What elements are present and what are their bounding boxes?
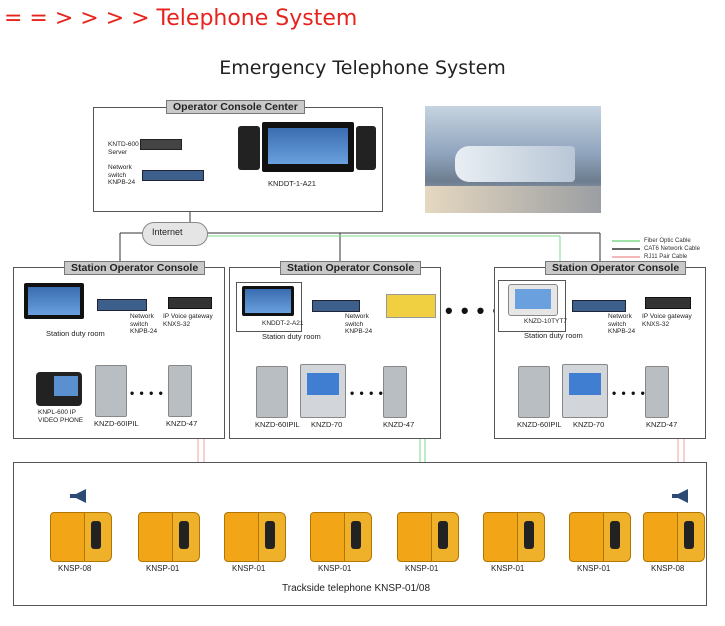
station1-intercom-47-icon — [168, 365, 192, 417]
horn-speaker-right-icon — [670, 488, 692, 504]
station1-label: Station Operator Console — [64, 261, 206, 275]
station1-phone-label: KNPL-600 IP VIDEO PHONE — [38, 409, 84, 424]
station1-console-icon — [24, 283, 84, 319]
trackside-phone-icon — [397, 512, 459, 562]
station1-switch-label: Network switch KNPB-24 — [130, 313, 158, 335]
trackside-phone-label: KNSP-01 — [146, 564, 180, 573]
station1-duty-room: Station duty room — [46, 329, 105, 338]
station2-dev1-label: KNZD-60IPIL — [255, 420, 300, 429]
station2-dev3-label: KNZD-47 — [383, 420, 415, 429]
station1-gateway-label: IP Voice gateway KNXS-32 — [163, 313, 213, 328]
trackside-phone-label: KNSP-08 — [58, 564, 92, 573]
fiber-splice-box-icon — [386, 294, 436, 318]
station2-more-dots: • • • • • — [350, 386, 394, 400]
network-switch-icon — [142, 170, 204, 181]
station3-more-dots: • • • • • — [612, 386, 656, 400]
station2-switch-label: Network switch KNPB-24 — [345, 313, 373, 335]
trackside-phone-icon — [643, 512, 705, 562]
operator-center-label: Operator Console Center — [166, 100, 305, 114]
station1-switch-icon — [97, 299, 147, 311]
trackside-phone-label: KNSP-01 — [232, 564, 266, 573]
station2-intercom-47-icon — [383, 366, 407, 418]
station3-console-label: KNZD-10TYT7 — [524, 318, 567, 325]
station3-intercom-47-icon — [645, 366, 669, 418]
station3-switch-icon — [572, 300, 626, 312]
trackside-phone-icon — [569, 512, 631, 562]
station3-dev1-label: KNZD-60IPIL — [517, 420, 562, 429]
station2-dev2-label: KNZD-70 — [311, 420, 343, 429]
legend-rj11: RJ11 Pair Cable — [644, 254, 688, 260]
station3-gateway-icon — [645, 297, 691, 309]
station2-switch-icon — [312, 300, 360, 312]
station2-console-icon — [242, 286, 294, 316]
station2-intercom-60ipil-icon — [256, 366, 288, 418]
station3-switch-label: Network switch KNPB-24 — [608, 313, 636, 335]
station3-intercom-60ipil-icon — [518, 366, 550, 418]
trackside-phone-icon — [483, 512, 545, 562]
trackside-phone-icon — [224, 512, 286, 562]
server-icon — [140, 139, 182, 150]
trackside-phone-icon — [310, 512, 372, 562]
legend-cat6: CAT6 Network Cable — [644, 246, 700, 252]
trackside-phone-label: KNSP-01 — [491, 564, 525, 573]
console-label: KNDDT-1-A21 — [268, 179, 316, 188]
station-platform-photo — [425, 106, 601, 213]
station1-dev2-label: KNZD-47 — [166, 419, 198, 428]
trackside-phone-label: KNSP-01 — [318, 564, 352, 573]
trackside-label: Trackside telephone KNSP-01/08 — [282, 583, 431, 594]
trackside-phone-label: KNSP-08 — [651, 564, 685, 573]
station3-gateway-label: IP Voice gateway KNXS-32 — [642, 313, 692, 328]
dispatch-console-icon — [238, 122, 376, 180]
station2-intercom-70-icon — [300, 364, 346, 418]
server-label: KNTD-600 Server — [108, 141, 139, 156]
station3-label: Station Operator Console — [545, 261, 687, 275]
station3-dev2-label: KNZD-70 — [573, 420, 605, 429]
ip-video-phone-icon — [36, 372, 82, 406]
station2-label: Station Operator Console — [280, 261, 422, 275]
station3-intercom-70-icon — [562, 364, 608, 418]
trackside-phone-label: KNSP-01 — [577, 564, 611, 573]
station1-gateway-icon — [168, 297, 212, 309]
page-header: = = > > > > Telephone System — [4, 6, 358, 31]
diagram-title: Emergency Telephone System — [219, 57, 506, 79]
station1-intercom-60ipil-icon — [95, 365, 127, 417]
station3-dev3-label: KNZD-47 — [646, 420, 678, 429]
internet-label: Internet — [152, 227, 183, 237]
horn-speaker-left-icon — [68, 488, 90, 504]
center-switch-label: Network switch KNPB-24 — [108, 164, 136, 186]
station1-more-dots: • • • • • — [130, 386, 174, 400]
station3-duty-room: Station duty room — [524, 331, 583, 340]
station1-dev1-label: KNZD-60IPIL — [94, 419, 139, 428]
station2-console-label: KNDDT-2-A21 — [262, 320, 304, 327]
trackside-phone-icon — [50, 512, 112, 562]
station3-console-icon — [508, 284, 558, 316]
internet-cloud-icon — [142, 222, 208, 246]
trackside-phone-icon — [138, 512, 200, 562]
trackside-phone-label: KNSP-01 — [405, 564, 439, 573]
station2-duty-room: Station duty room — [262, 332, 321, 341]
legend-fiber: Fiber Optic Cable — [644, 238, 691, 244]
